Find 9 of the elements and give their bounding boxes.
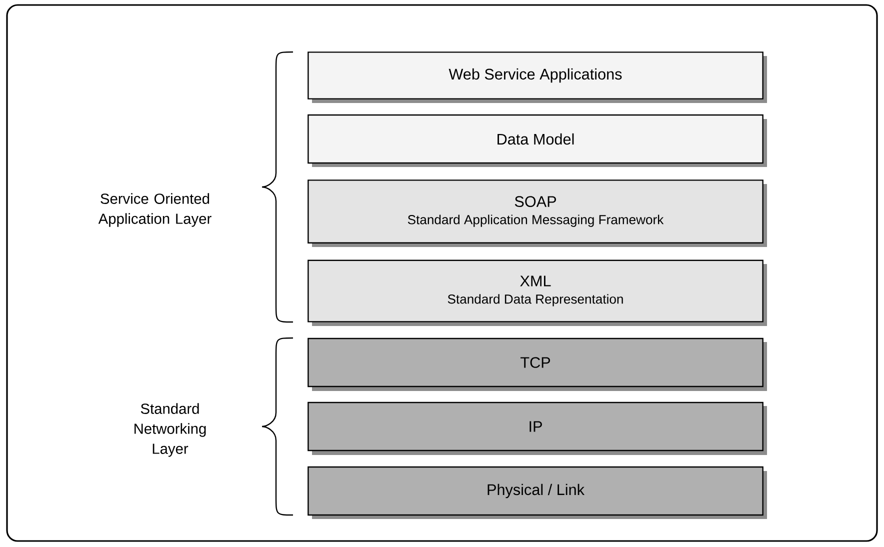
layer-box: Data Model <box>308 114 767 167</box>
layer-box: XML Standard Data Representation <box>308 260 767 326</box>
layer-label: Service Oriented Application Layer <box>98 193 212 227</box>
layer-box: IP <box>308 402 767 455</box>
layer-box: TCP <box>308 338 767 391</box>
layer-box: Physical / Link <box>308 466 767 519</box>
layer-box: Web Service Applications <box>308 52 767 103</box>
layer-box: SOAP Standard Application Messaging Framework <box>308 180 767 247</box>
layer-label: Standard Networking Layer <box>134 403 206 457</box>
